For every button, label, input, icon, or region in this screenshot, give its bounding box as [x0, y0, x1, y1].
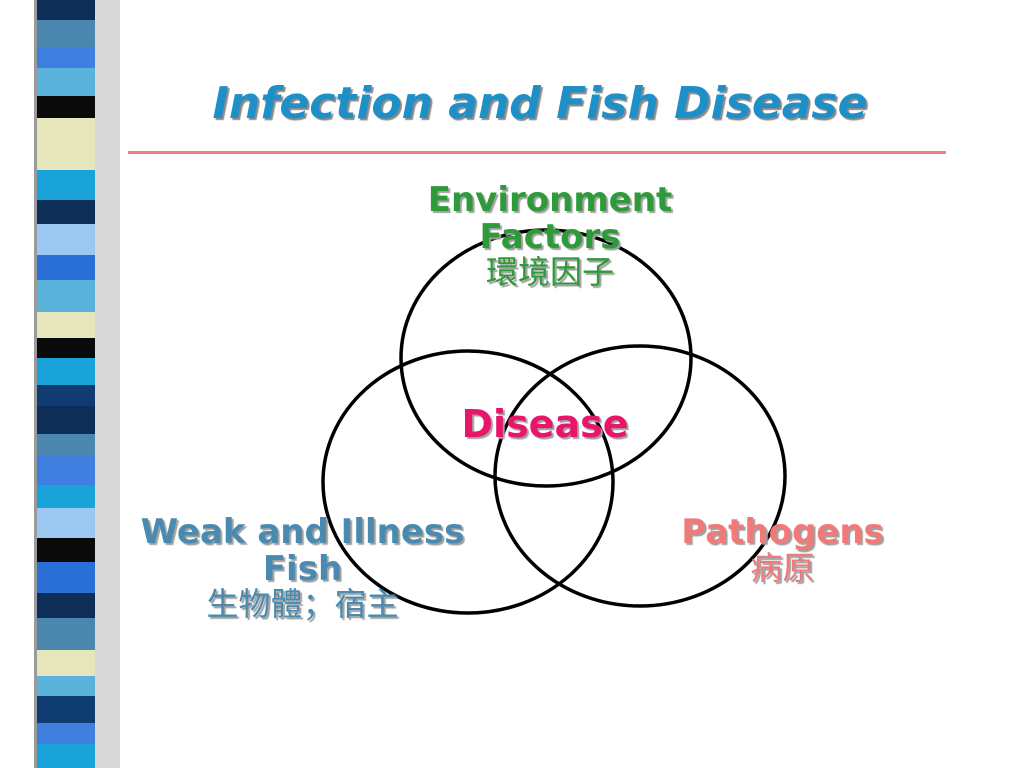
- stripe-block: [37, 224, 95, 255]
- stripe-block: [37, 96, 95, 118]
- host-line1: Weak and Illness: [140, 512, 465, 552]
- host-chinese: 生物體；宿主: [206, 585, 399, 624]
- stripe-block: [37, 118, 95, 147]
- environment-chinese: 環境因子: [485, 253, 614, 292]
- host-line2: Fish: [262, 548, 343, 589]
- pathogens-chinese: 病原: [750, 548, 815, 587]
- stripe-block: [37, 147, 95, 170]
- title-divider: [128, 151, 946, 154]
- environment-line2: Factors: [479, 216, 621, 257]
- environment-factors-label: Environment Factors 環境因子: [395, 182, 705, 290]
- stripe-block: [37, 538, 95, 562]
- stripe-block: [37, 68, 95, 96]
- stripe-block: [37, 170, 95, 200]
- stripe-block: [37, 696, 95, 723]
- stripe-block: [37, 744, 95, 768]
- stripe-block: [37, 562, 95, 593]
- stripe-block: [37, 255, 95, 280]
- stripe-block: [37, 508, 95, 538]
- stripe-block: [37, 358, 95, 385]
- decorative-side-stripe: [0, 0, 120, 768]
- disease-center-label: Disease: [461, 402, 629, 446]
- stripe-block: [37, 47, 95, 68]
- slide-title: Infection and Fish Disease: [212, 78, 868, 129]
- stripe-block: [37, 312, 95, 338]
- pathogen-circle: [493, 344, 787, 608]
- stripe-block: [37, 593, 95, 618]
- host-circle: [321, 349, 615, 615]
- stripe-block: [37, 723, 95, 744]
- stripe-block: [37, 338, 95, 358]
- host-fish-label: Weak and Illness Fish 生物體；宿主: [100, 514, 505, 622]
- stripe-block: [37, 434, 95, 456]
- environment-circle: [399, 228, 693, 488]
- stripe-block: [37, 200, 95, 224]
- stripe-block: [37, 456, 95, 485]
- stripe-block: [37, 20, 95, 47]
- environment-line1: Environment: [427, 180, 673, 220]
- stripe-block: [37, 650, 95, 676]
- stripe-block: [37, 385, 95, 406]
- stripe-block: [37, 485, 95, 508]
- pathogens-line1: Pathogens: [681, 512, 884, 552]
- stripe-block: [37, 676, 95, 696]
- stripe-block: [37, 0, 95, 20]
- stripe-block: [37, 618, 95, 650]
- stripe-block: [37, 280, 95, 312]
- pathogens-label: Pathogens 病原: [660, 514, 905, 585]
- stripe-block: [37, 406, 95, 434]
